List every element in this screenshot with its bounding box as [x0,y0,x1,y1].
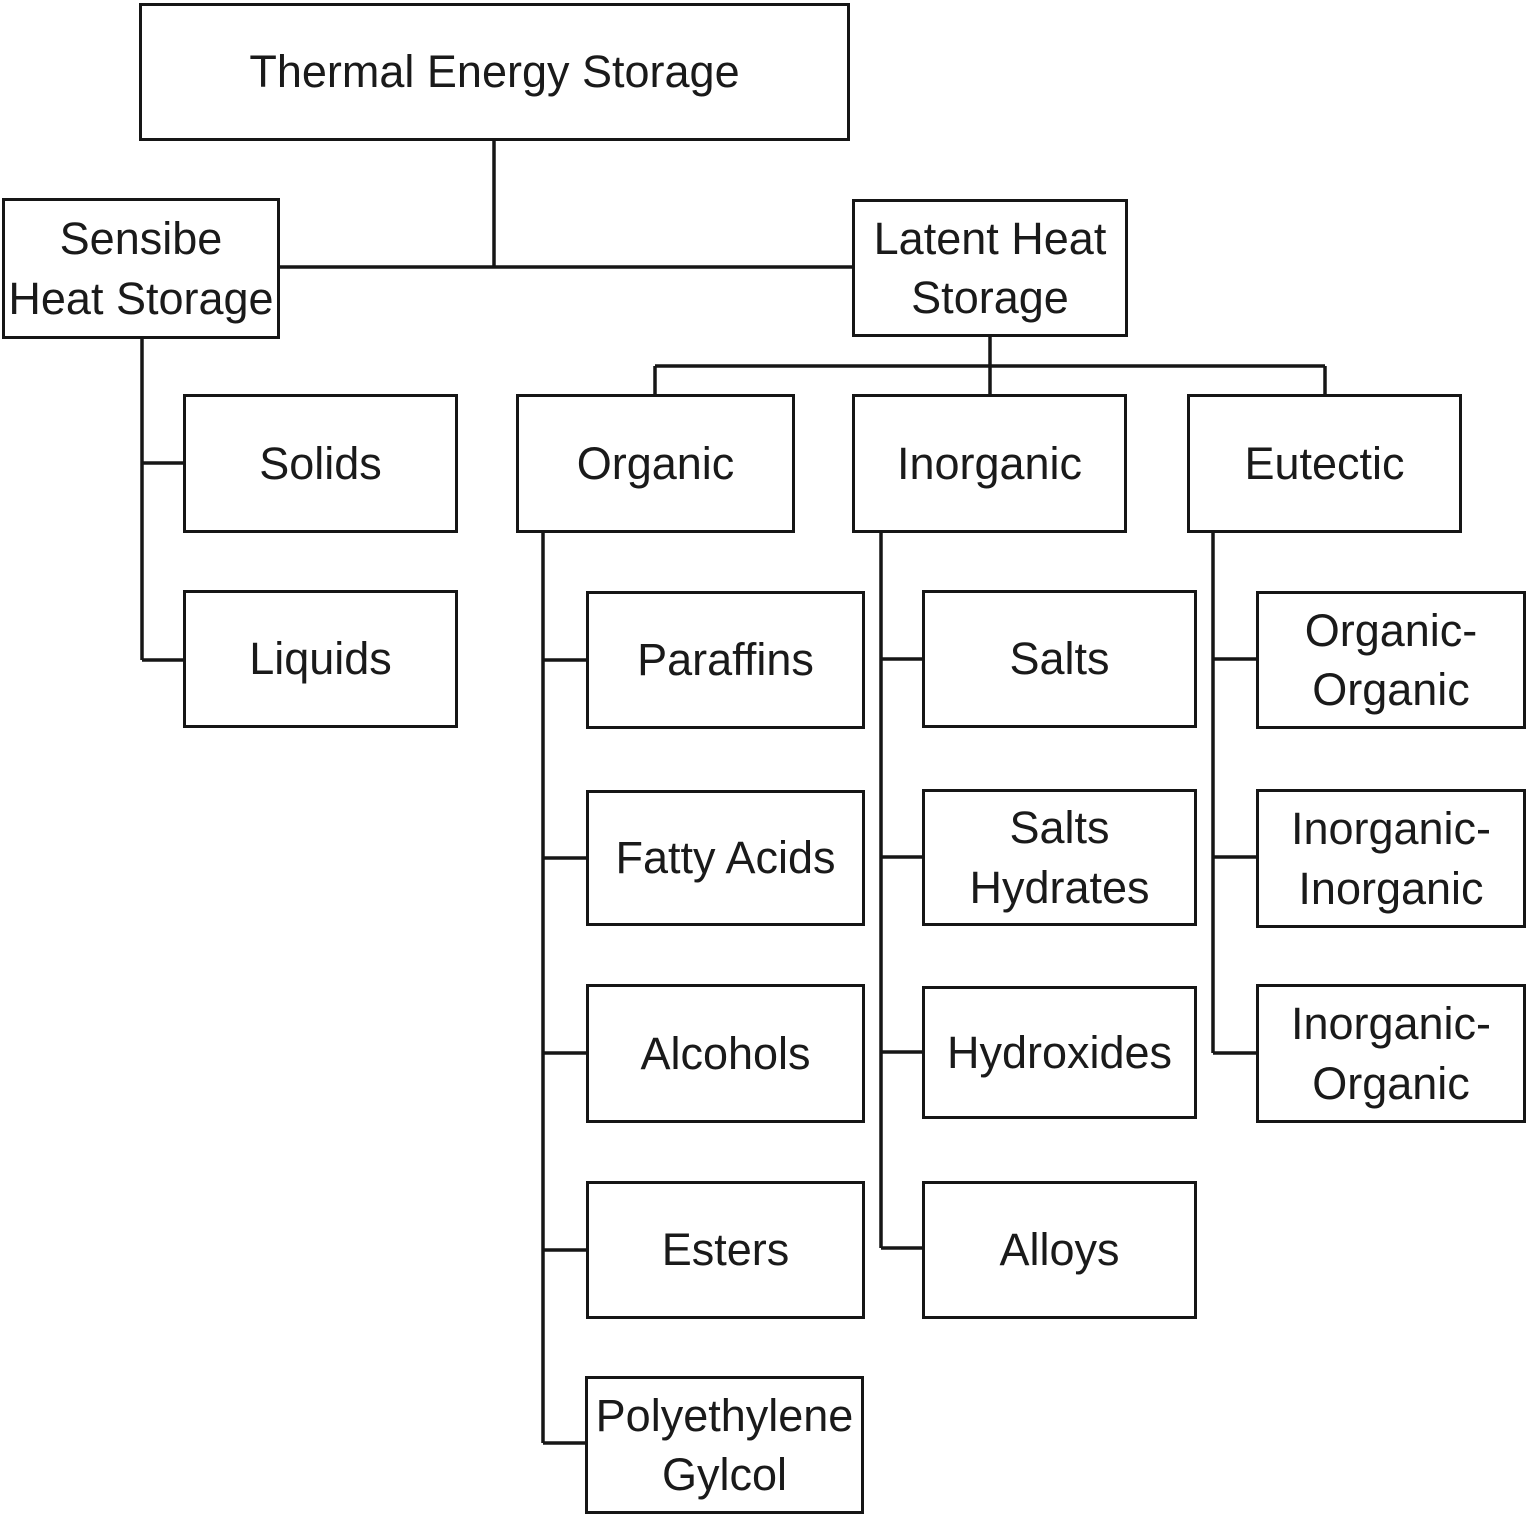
node-thermal-energy-storage: Thermal Energy Storage [139,3,850,141]
node-inorganic-inorganic: Inorganic- Inorganic [1256,789,1526,928]
node-latent-heat-storage: Latent Heat Storage [852,199,1128,337]
node-inorganic-organic: Inorganic- Organic [1256,984,1526,1123]
node-esters: Esters [586,1181,865,1319]
node-fatty-acids: Fatty Acids [586,790,865,926]
node-organic: Organic [516,394,795,533]
node-eutectic: Eutectic [1187,394,1462,533]
node-polyethylene-glycol: Polyethylene Gylcol [585,1376,864,1514]
node-solids: Solids [183,394,458,533]
node-salts: Salts [922,590,1197,728]
node-hydroxides: Hydroxides [922,986,1197,1119]
node-alcohols: Alcohols [586,984,865,1123]
node-salts-hydrates: Salts Hydrates [922,789,1197,926]
node-sensible-heat-storage: Sensibe Heat Storage [2,198,280,339]
node-inorganic: Inorganic [852,394,1127,533]
node-paraffins: Paraffins [586,591,865,729]
node-liquids: Liquids [183,590,458,728]
node-organic-organic: Organic- Organic [1256,591,1526,729]
node-alloys: Alloys [922,1181,1197,1319]
